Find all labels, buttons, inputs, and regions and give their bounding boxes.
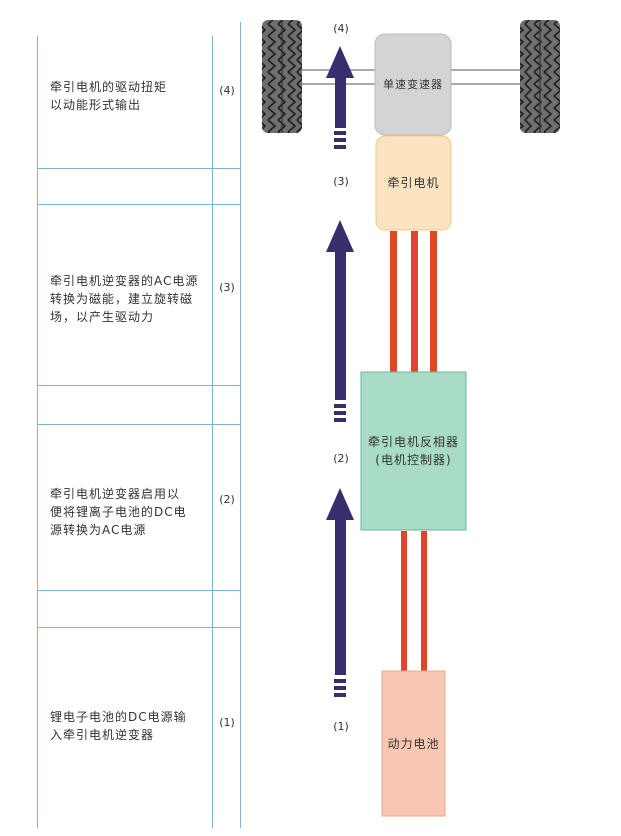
- step-2-description: 牵引电机逆变器启用以 便将锂离子电池的DC电 源转换为AC电源: [50, 487, 187, 537]
- left-tire-icon: [262, 20, 302, 133]
- dc-cables: [401, 531, 427, 671]
- step-3-number: (3): [219, 281, 235, 294]
- row-separator: [37, 424, 241, 425]
- table-right-border: [240, 22, 241, 828]
- step-2-number: (2): [219, 493, 235, 506]
- step-4-number: (4): [219, 84, 235, 97]
- diagram-label-2: (2): [333, 452, 349, 465]
- motor-box: [375, 135, 452, 231]
- transmission-label: 单速变速器: [383, 77, 443, 91]
- step-1-description: 锂电子电池的DC电源输 入牵引电机逆变器: [50, 710, 187, 742]
- table-divider: [212, 36, 213, 828]
- transmission-box: [374, 33, 452, 136]
- row-separator: [37, 168, 241, 169]
- motor-label: 牵引电机: [387, 176, 440, 190]
- diagram-label-3: (3): [333, 175, 349, 188]
- step-4-description: 牵引电机的驱动扭矩 以动能形式输出: [50, 80, 168, 112]
- row-separator: [37, 590, 241, 591]
- battery-label: 动力电池: [387, 736, 440, 751]
- step-3-description: 牵引电机逆变器的AC电源 转换为磁能，建立旋转磁 场，以产生驱动力: [50, 274, 199, 324]
- row-separator: [37, 204, 241, 205]
- battery-box: [381, 670, 446, 817]
- diagram-label-1: (1): [333, 720, 349, 733]
- row-separator: [37, 627, 241, 628]
- right-tire-icon: [520, 20, 560, 133]
- step-1-number: (1): [219, 716, 235, 729]
- row-separator: [37, 385, 241, 386]
- inverter-box: [360, 371, 467, 531]
- diagram-label-4: (4): [333, 22, 349, 35]
- table-left-border: [37, 36, 38, 828]
- energy-flow-arrow-4: [326, 46, 354, 149]
- inverter-label: 牵引电机反相器 (电机控制器): [367, 435, 459, 467]
- energy-flow-arrow-2: [326, 488, 354, 697]
- three-phase-cables: [390, 231, 437, 372]
- energy-flow-arrow-3: [326, 220, 354, 422]
